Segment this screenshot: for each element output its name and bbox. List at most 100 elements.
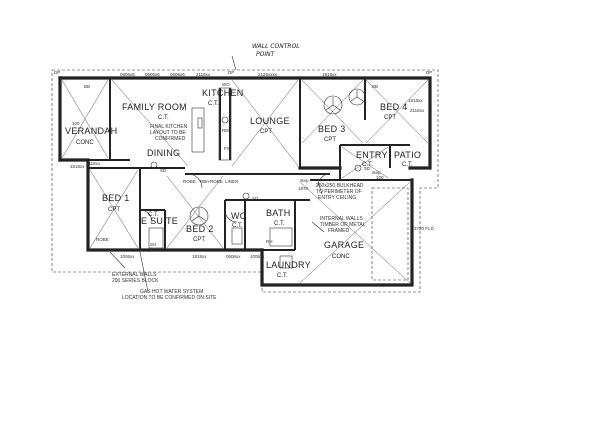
note-internal-3: FRAMED [328, 228, 350, 234]
dim-bottom-3: 0606xx [226, 254, 241, 259]
bathroom-fixtures [148, 227, 293, 269]
room-dining: DINING [147, 148, 180, 158]
ceiling-diagonals [61, 79, 429, 284]
room-lounge: LOUNGE [250, 116, 290, 126]
label-sh: SH [150, 242, 156, 247]
label-bb-1: BB [84, 84, 90, 89]
room-verandah: VERANDAH [65, 126, 117, 136]
label-linen: LINEN [225, 179, 238, 184]
floor-bed3: CPT [324, 137, 336, 143]
room-patio: PATIO [394, 150, 421, 160]
note-hws-1: GAS HOT WATER SYSTEM [140, 289, 203, 295]
floor-kitchen: C.T. [208, 101, 219, 107]
note-kitchen-3: CONFIRMED [155, 136, 186, 142]
dim-top-6: 1818xx [322, 72, 337, 77]
room-wc: WC [231, 211, 247, 221]
door-swings [139, 173, 331, 223]
floor-bed1: CPT [108, 207, 120, 213]
garage-door [371, 187, 409, 281]
floor-patio: C.T. [402, 162, 413, 168]
dim-bottom-4: 1006xx [250, 254, 265, 259]
leader-lines [109, 55, 325, 293]
external-walls [58, 76, 432, 287]
dim-top-4: 2118xx [196, 72, 211, 77]
dim-right-2: 1818xx [408, 98, 423, 103]
floor-lounge: CPT [260, 129, 272, 135]
dim-bottom-1: 1006xx [120, 254, 135, 259]
dim-hall: 1870 [298, 186, 309, 191]
label-dp-3: DP [426, 70, 432, 75]
dim-step-2: step [372, 170, 381, 175]
room-entry: ENTRY [356, 150, 388, 160]
fan-icon [348, 88, 366, 106]
note-kitchen-2: LAYOUT TO BE [150, 130, 186, 136]
floor-bed4: CPT [384, 115, 396, 121]
label-sd-1: SD [160, 168, 167, 173]
label-bb-2: BB [372, 84, 378, 89]
dim-top-3: 0606x6 [170, 72, 185, 77]
room-bed4: BED 4 [380, 102, 408, 112]
label-robe-2: ROBE [96, 237, 109, 242]
floor-laundry: C.T. [277, 273, 288, 279]
dim-step-h: 100 [376, 175, 384, 180]
floor-entry: C.T. [362, 162, 373, 168]
fan-icon [189, 206, 209, 226]
eaves-outline [51, 69, 439, 293]
note-bulkhead-2: TO PERIMETER OF [316, 189, 362, 195]
room-bed2: BED 2 [186, 224, 214, 234]
floor-bath: C.T. [274, 221, 285, 227]
dim-right-1: 2118xx [410, 108, 425, 113]
dim-top-5: 2126xxxx [258, 72, 278, 77]
ceiling-fans [150, 88, 366, 226]
note-internal-2: TIMBER OR METAL [320, 222, 366, 228]
floor-wc: C.T. [232, 223, 243, 229]
note-bulkhead-3: ENTRY CEILING [318, 195, 356, 201]
note-kitchen-1: FINAL KITCHEN [150, 124, 188, 130]
label-sd-2: SD [252, 196, 259, 201]
dim-garage-fld: 2720 FLD [414, 226, 435, 231]
floor-ensuite: C.T. [148, 212, 159, 218]
room-bed3: BED 3 [318, 124, 346, 134]
fan-icon [323, 95, 343, 115]
note-external-2: 290 SERIES BLOCK [112, 278, 159, 284]
label-sd-3: SD [364, 166, 371, 171]
dim-step: step [300, 178, 309, 183]
room-laundry: LAUNDRY [266, 260, 311, 270]
note-wall-control: WALL CONTROL [252, 43, 300, 50]
dim-verandah-step: 100 [72, 121, 80, 126]
dim-top-2: 0606x6 [145, 72, 160, 77]
floor-garage: CONC [332, 254, 350, 260]
note-hws-2: LOCATION TO BE CONFIRMED ON SITE [122, 295, 217, 301]
label-wo: WO [222, 82, 230, 87]
dim-bottom-2: 1818xx [192, 254, 207, 259]
label-robe-1: ROBE [210, 179, 223, 184]
room-kitchen: KITCHEN [202, 88, 244, 98]
note-external-1: EXTERNAL WALLS [112, 272, 157, 278]
label-robe-3: ROBE [183, 179, 196, 184]
smoke-detector-icon [150, 161, 158, 169]
kitchen-fixtures [191, 87, 232, 161]
floor-family: C.T. [158, 115, 169, 121]
label-ref: REF [222, 128, 231, 133]
label-dp-1: DP [54, 70, 60, 75]
internal-walls [88, 78, 412, 251]
label-rh: RH [266, 239, 273, 244]
smoke-detector-icon [354, 164, 362, 172]
smoke-detector-icon [242, 192, 250, 200]
note-bulkhead-1: 250x250 BULKHEAD [316, 183, 364, 189]
dim-top-1: 0606x6 [120, 72, 135, 77]
dim-left-2: 1818xx [70, 164, 85, 169]
label-fw: FW [224, 146, 232, 151]
dim-left-1: 2118xx [86, 161, 101, 166]
room-bed1: BED 1 [102, 193, 130, 203]
room-family: FAMILY ROOM [122, 102, 187, 112]
room-bath: BATH [266, 208, 291, 218]
floor-verandah: CONC [76, 140, 94, 146]
label-dp-2: DP [228, 70, 234, 75]
label-rbh: RBH [200, 179, 210, 184]
note-point: POINT [256, 51, 276, 58]
room-garage: GARAGE [324, 240, 364, 250]
note-internal-1: INTERNAL WALLS [320, 216, 363, 222]
room-ensuite: E SUITE [141, 216, 178, 226]
